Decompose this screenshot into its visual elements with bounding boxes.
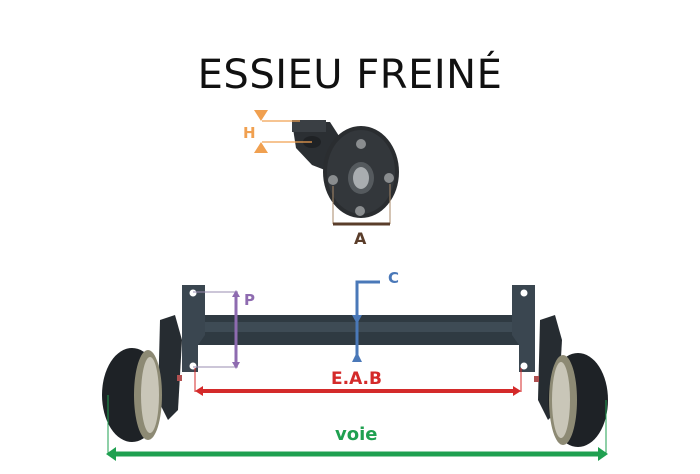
bracket-height-label: P (244, 291, 255, 309)
hub-closeup: H A (243, 110, 399, 248)
track-width-label: voie (335, 424, 377, 445)
h-arrow-top-icon (254, 110, 268, 121)
page-title: ESSIEU FREINÉ (197, 52, 503, 98)
h-arrow-bottom-icon (254, 142, 268, 153)
width-label: A (354, 229, 367, 248)
load-point-marker: C (352, 269, 399, 362)
axle-assembly (102, 285, 608, 447)
bracket-spacing-label: E.A.B (331, 369, 382, 389)
height-label: H (243, 124, 256, 142)
track-width-dimension: voie (106, 395, 608, 461)
bracket-spacing-dimension: E.A.B (194, 368, 522, 396)
bracket-height-dimension: P (193, 290, 255, 369)
load-point-label: C (388, 269, 399, 287)
